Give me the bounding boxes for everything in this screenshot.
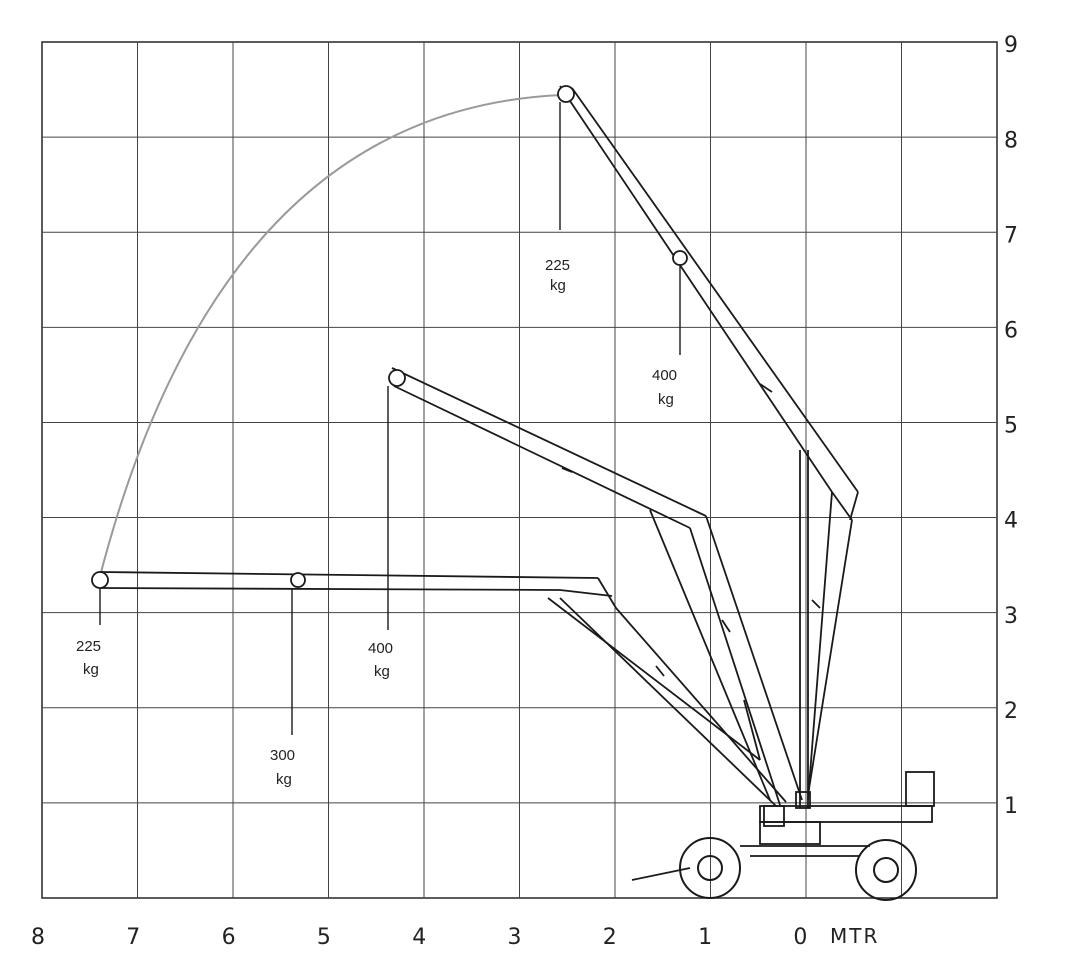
reach-arc [98, 94, 563, 581]
y-tick-label: 8 [1004, 128, 1018, 153]
x-tick-label: 5 [317, 925, 331, 950]
high-tip-load-value: 225 [545, 257, 570, 274]
low-mid-load-unit: kg [276, 771, 292, 788]
y-tick-label: 7 [1004, 223, 1018, 248]
load-hang-lines [99, 102, 681, 735]
high-tip-load-unit: kg [550, 277, 566, 294]
high-mid-load-unit: kg [658, 391, 674, 408]
crane-mast [763, 450, 811, 827]
y-tick-label: 1 [1004, 794, 1018, 819]
x-axis-ticks: 8 7 6 5 4 3 2 1 0 [31, 925, 807, 950]
y-tick-label: 2 [1004, 699, 1018, 724]
mid-boom [391, 367, 803, 806]
x-tick-label: 8 [31, 925, 45, 950]
x-tick-label: 7 [126, 925, 140, 950]
low-mid-load-value: 300 [270, 747, 295, 764]
y-tick-label: 3 [1004, 604, 1018, 629]
low-tip-load-unit: kg [83, 661, 99, 678]
mid-tip-load-value: 400 [368, 640, 393, 657]
mid-tip-pin [388, 369, 406, 387]
rear-wheel [855, 839, 917, 901]
y-axis-ticks: 1 2 3 4 5 6 7 8 9 [1004, 33, 1018, 819]
high-mid-load-value: 400 [652, 367, 677, 384]
low-tip-load-value: 225 [76, 638, 101, 655]
mid-tip-load-unit: kg [374, 663, 390, 680]
y-tick-label: 6 [1004, 319, 1018, 344]
low-mid-pin [290, 572, 306, 588]
x-tick-label: 0 [793, 925, 807, 950]
high-mid-pin [672, 250, 688, 266]
y-tick-label: 5 [1004, 414, 1018, 439]
y-tick-label: 4 [1004, 509, 1018, 534]
crane-chassis [631, 771, 935, 881]
low-tip-pin [91, 571, 109, 589]
x-tick-label: 2 [603, 925, 617, 950]
x-tick-label: 1 [698, 925, 712, 950]
x-tick-label: 6 [222, 925, 236, 950]
low-boom [99, 571, 787, 807]
grid-lines [42, 42, 997, 898]
x-tick-label: 4 [412, 925, 426, 950]
high-boom [559, 85, 859, 801]
front-wheel [679, 837, 741, 899]
x-tick-label: 3 [508, 925, 522, 950]
x-axis-unit: MTR [830, 924, 879, 948]
y-tick-label: 9 [1004, 33, 1018, 58]
high-tip-pin [557, 85, 575, 103]
